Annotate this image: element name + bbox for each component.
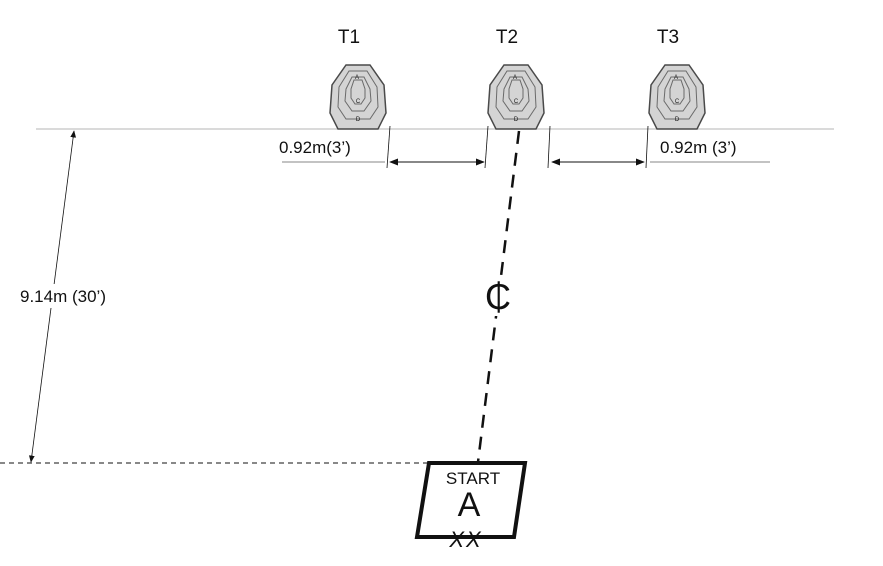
- target-t1-zone-d: D: [356, 117, 361, 123]
- start-box-frame: [414, 461, 528, 539]
- target-t3-zone-d: D: [675, 117, 680, 123]
- distance-dimension: 9.14m (30’): [16, 130, 136, 463]
- target-t2: T2 A C D: [487, 27, 545, 130]
- target-t3: T3 A C D: [648, 27, 706, 130]
- extension-line: [484, 125, 489, 169]
- target-t3-label: T3: [657, 27, 679, 48]
- target-t2-zone-d: D: [514, 117, 519, 123]
- start-box-title: START: [446, 469, 500, 488]
- target-t1-label: T1: [338, 27, 360, 48]
- extension-line: [386, 125, 391, 169]
- centerline-symbol-bg: [480, 276, 516, 316]
- centerline-symbol: ₵: [485, 276, 511, 317]
- target-t3-zone-a: A: [674, 75, 678, 81]
- extension-line: [645, 125, 649, 169]
- distance-label-bg: [16, 284, 136, 308]
- spacing-dimension-right: 0.92m (3’): [547, 125, 770, 169]
- target-t1-zone-c: C: [356, 99, 361, 105]
- start-box-letter: A: [458, 486, 481, 524]
- target-t2-label: T2: [496, 27, 518, 48]
- target-t2-zone-c: C: [514, 99, 519, 105]
- target-t2-zone-a: A: [513, 75, 517, 81]
- spacing-dimension-left: 0.92m(3’): [279, 125, 489, 169]
- start-box-marks: XX: [448, 527, 482, 552]
- target-t3-zone-c: C: [675, 99, 680, 105]
- distance-label: 9.14m (30’): [20, 287, 106, 306]
- spacing-right-label: 0.92m (3’): [660, 138, 737, 157]
- target-t1: T1 A C D: [329, 27, 387, 130]
- target-t1-zone-a: A: [355, 75, 359, 81]
- start-box: START A XX: [414, 461, 528, 552]
- spacing-left-label: 0.92m(3’): [279, 138, 351, 157]
- extension-line: [547, 125, 551, 169]
